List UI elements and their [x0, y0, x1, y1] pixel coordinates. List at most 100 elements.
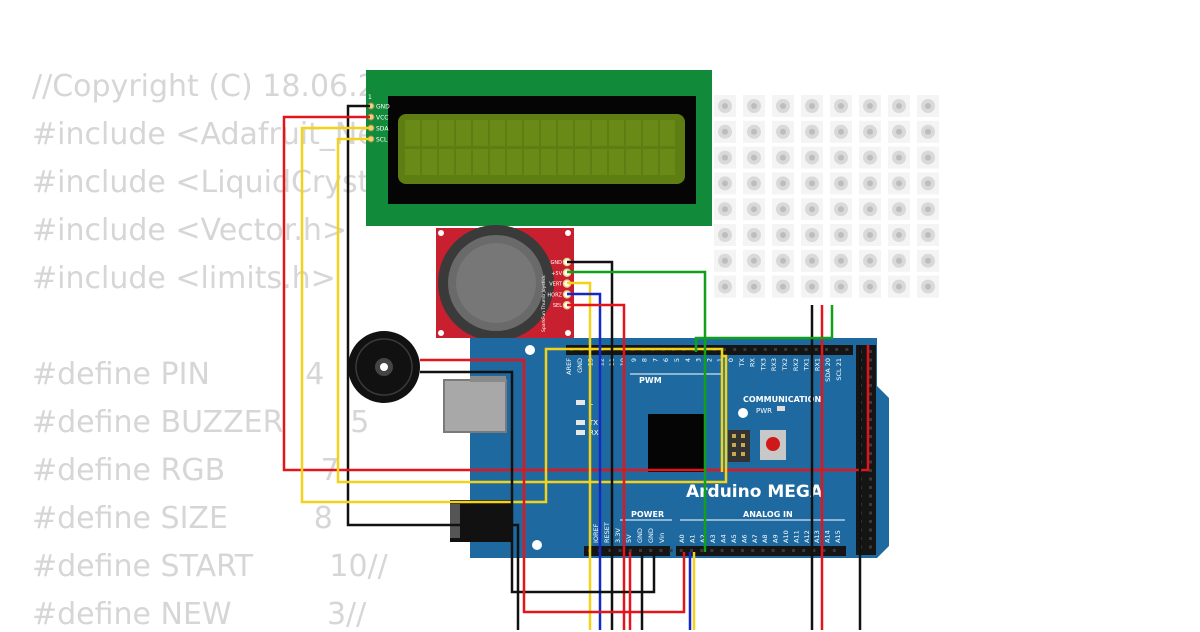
wire-buzzer-gnd — [420, 370, 656, 594]
header-pin — [869, 537, 872, 540]
power-pin-label: IOREF — [592, 523, 600, 543]
matrix-pixel-center — [925, 154, 931, 161]
matrix-pixel-center — [809, 206, 815, 213]
buzzer-ring — [355, 338, 413, 396]
header-pin — [869, 443, 872, 447]
joystick-pin-label: GND — [551, 260, 563, 266]
matrix-pixel-center — [838, 257, 844, 264]
lcd-cell — [609, 149, 624, 175]
analog-pin-label: A11 — [792, 530, 800, 543]
mcu-chip — [648, 414, 706, 472]
lcd-cell — [439, 120, 454, 146]
matrix-pixel-center — [751, 232, 757, 238]
matrix-pixel-center — [896, 154, 902, 161]
matrix-pixel-center — [751, 206, 757, 213]
buzzer-hole — [380, 363, 388, 371]
header-pin — [869, 452, 872, 455]
header-pin — [869, 426, 872, 430]
header-pin — [743, 348, 747, 351]
header-pin — [730, 549, 734, 552]
matrix-pixel-center — [751, 154, 757, 161]
analog-pin-label: A7 — [751, 534, 759, 543]
icsp-header — [728, 430, 750, 462]
top-pin-label: RX3 — [770, 358, 778, 371]
matrix-pixel-center — [838, 232, 844, 238]
joystick-pin-label: VERT — [549, 282, 563, 288]
analog-pin-label: A13 — [813, 530, 821, 543]
lcd-cell — [507, 149, 522, 175]
icsp-pin — [732, 434, 736, 438]
wire-lcd-gnd — [346, 104, 520, 630]
wire-joy-gnd — [567, 260, 614, 630]
matrix-pixel-center — [809, 283, 815, 290]
header-pin — [825, 348, 828, 351]
matrix-pixel-center — [780, 206, 786, 213]
lcd-cell — [626, 120, 641, 146]
wire-joy-5v — [567, 270, 707, 552]
matrix-pixel-center — [925, 103, 931, 109]
header-pin — [761, 549, 765, 552]
power-jack — [450, 500, 512, 542]
joystick-hole-br — [565, 330, 571, 336]
header-pin — [869, 460, 872, 464]
header-pin — [659, 549, 663, 552]
matrix-pixel-center — [809, 128, 815, 135]
lcd-cell — [456, 120, 471, 146]
top-pin-label: 5 — [673, 358, 681, 362]
lcd-cell — [558, 120, 573, 146]
analog-pin-label: A14 — [824, 530, 832, 543]
matrix-pixel-center — [780, 154, 786, 161]
analog-pin-label: A8 — [761, 534, 769, 543]
lcd-pin-label: SCL — [376, 137, 388, 144]
reset-button[interactable] — [766, 437, 780, 451]
joystick-pin-label: SEL — [553, 303, 562, 309]
wires — [282, 104, 870, 630]
header-pin — [774, 348, 777, 351]
board-hole-3 — [738, 408, 748, 418]
code-line: #define BUZZER 5 — [32, 405, 370, 440]
header-pin — [869, 494, 872, 498]
header-pin — [832, 549, 836, 552]
header-pin — [822, 549, 826, 552]
header-pin — [869, 528, 872, 532]
board-led — [576, 420, 585, 425]
board-led — [576, 400, 585, 405]
lcd-pin-label: GND — [376, 104, 390, 111]
matrix-pixel-center — [780, 232, 786, 238]
header-pin — [869, 392, 872, 396]
matrix-pixel-center — [722, 180, 728, 187]
matrix-pixel-center — [867, 257, 873, 264]
lcd-cell — [660, 149, 675, 175]
wire-lcd-sda — [300, 126, 724, 504]
lcd-cell — [558, 149, 573, 175]
header-pin — [869, 375, 872, 379]
header-pin — [710, 549, 714, 552]
top-pin-label: RX — [749, 357, 757, 367]
board-led-label: TX — [588, 419, 598, 427]
matrix-pixel-center — [867, 232, 873, 238]
matrix-pixel-center — [838, 283, 844, 290]
matrix-pixel-center — [867, 283, 873, 290]
header-pin — [869, 435, 872, 438]
matrix-pixel-center — [867, 180, 873, 187]
header-pin — [869, 350, 872, 353]
icsp-pins — [732, 434, 745, 456]
top-pin-label: TX — [738, 357, 746, 367]
header-pin — [679, 549, 683, 552]
top-pin-label: AREF — [565, 358, 573, 375]
code-line: #define NEW 3// — [32, 597, 367, 632]
header-pin — [814, 348, 818, 351]
power-pin-label: GND — [647, 528, 655, 543]
matrix-pixel-center — [867, 154, 873, 161]
header-pin — [869, 477, 872, 481]
code-line: #define START 10// — [32, 549, 388, 584]
header-pin — [720, 549, 724, 552]
header-pin — [869, 367, 872, 370]
power-pin-label: GND — [636, 528, 644, 543]
